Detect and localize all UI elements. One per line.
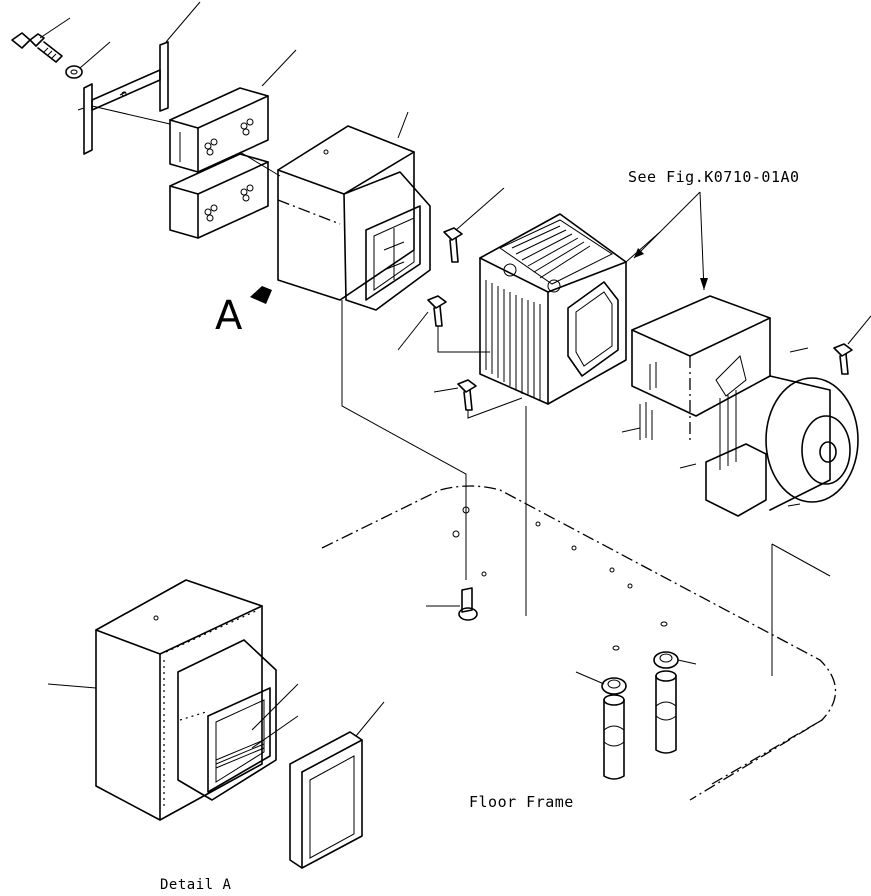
- wing-bolt: [11, 17, 71, 63]
- washer: [65, 41, 111, 79]
- bracket: [77, 1, 201, 155]
- heater-unit: [479, 213, 661, 405]
- see-figure-label: See Fig.K0710-01A0: [628, 168, 800, 186]
- view-direction-arrow-icon: [250, 286, 272, 304]
- detail-a-filter-frame: [289, 701, 385, 869]
- floor-bolt: [426, 587, 478, 621]
- screw-1: [443, 187, 505, 263]
- detail-a-label: Detail A: [160, 877, 232, 893]
- screw-2: [397, 295, 490, 353]
- blower-unit: [621, 295, 859, 517]
- filter-upper: [169, 49, 297, 173]
- floor-frame-outline: [321, 485, 837, 801]
- drain-pipe-left: [575, 645, 627, 780]
- screw-4: [833, 315, 871, 375]
- screw-3: [433, 379, 523, 419]
- drain-pipe-right: [653, 621, 697, 754]
- view-a-label: A: [215, 293, 243, 339]
- floor-frame-label: Floor Frame: [469, 793, 574, 811]
- filter-lower: [169, 153, 269, 239]
- filter-case: [277, 111, 431, 311]
- detail-a-case: [47, 579, 299, 821]
